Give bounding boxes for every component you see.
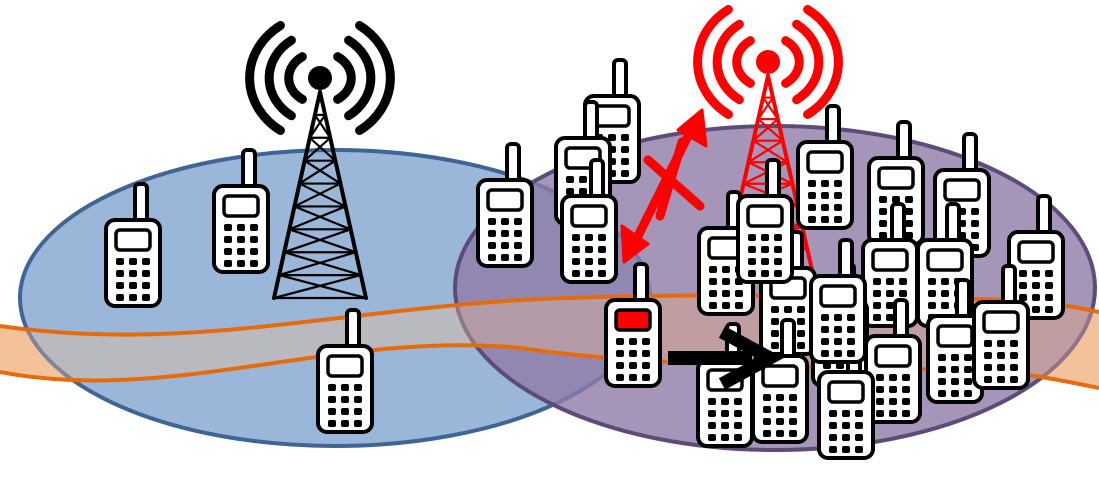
walkie-talkie-icon (736, 158, 794, 284)
handsets (104, 58, 1065, 460)
walkie-talkie-icon (796, 104, 854, 230)
walkie-talkie-icon (867, 120, 925, 246)
blocked-link-icon (620, 108, 708, 264)
arrows (620, 108, 784, 390)
walkie-talkie-icon (1007, 194, 1065, 320)
left-tower (245, 21, 395, 300)
walkie-talkie-icon (316, 308, 374, 434)
walkie-talkie-icon (864, 298, 922, 424)
walkie-talkie-icon (817, 334, 875, 460)
walkie-talkie-icon (751, 318, 809, 444)
right-arrow-icon (668, 326, 784, 390)
walkie-talkie-icon (972, 264, 1030, 390)
walkie-talkie-icon (476, 142, 534, 268)
highlighted-moving-handset (604, 262, 662, 388)
walkie-talkie-icon (104, 182, 162, 308)
walkie-talkie-icon (560, 158, 618, 284)
towers (245, 5, 843, 300)
walkie-talkie-icon (212, 148, 270, 274)
walkie-talkie-icon (809, 238, 867, 364)
